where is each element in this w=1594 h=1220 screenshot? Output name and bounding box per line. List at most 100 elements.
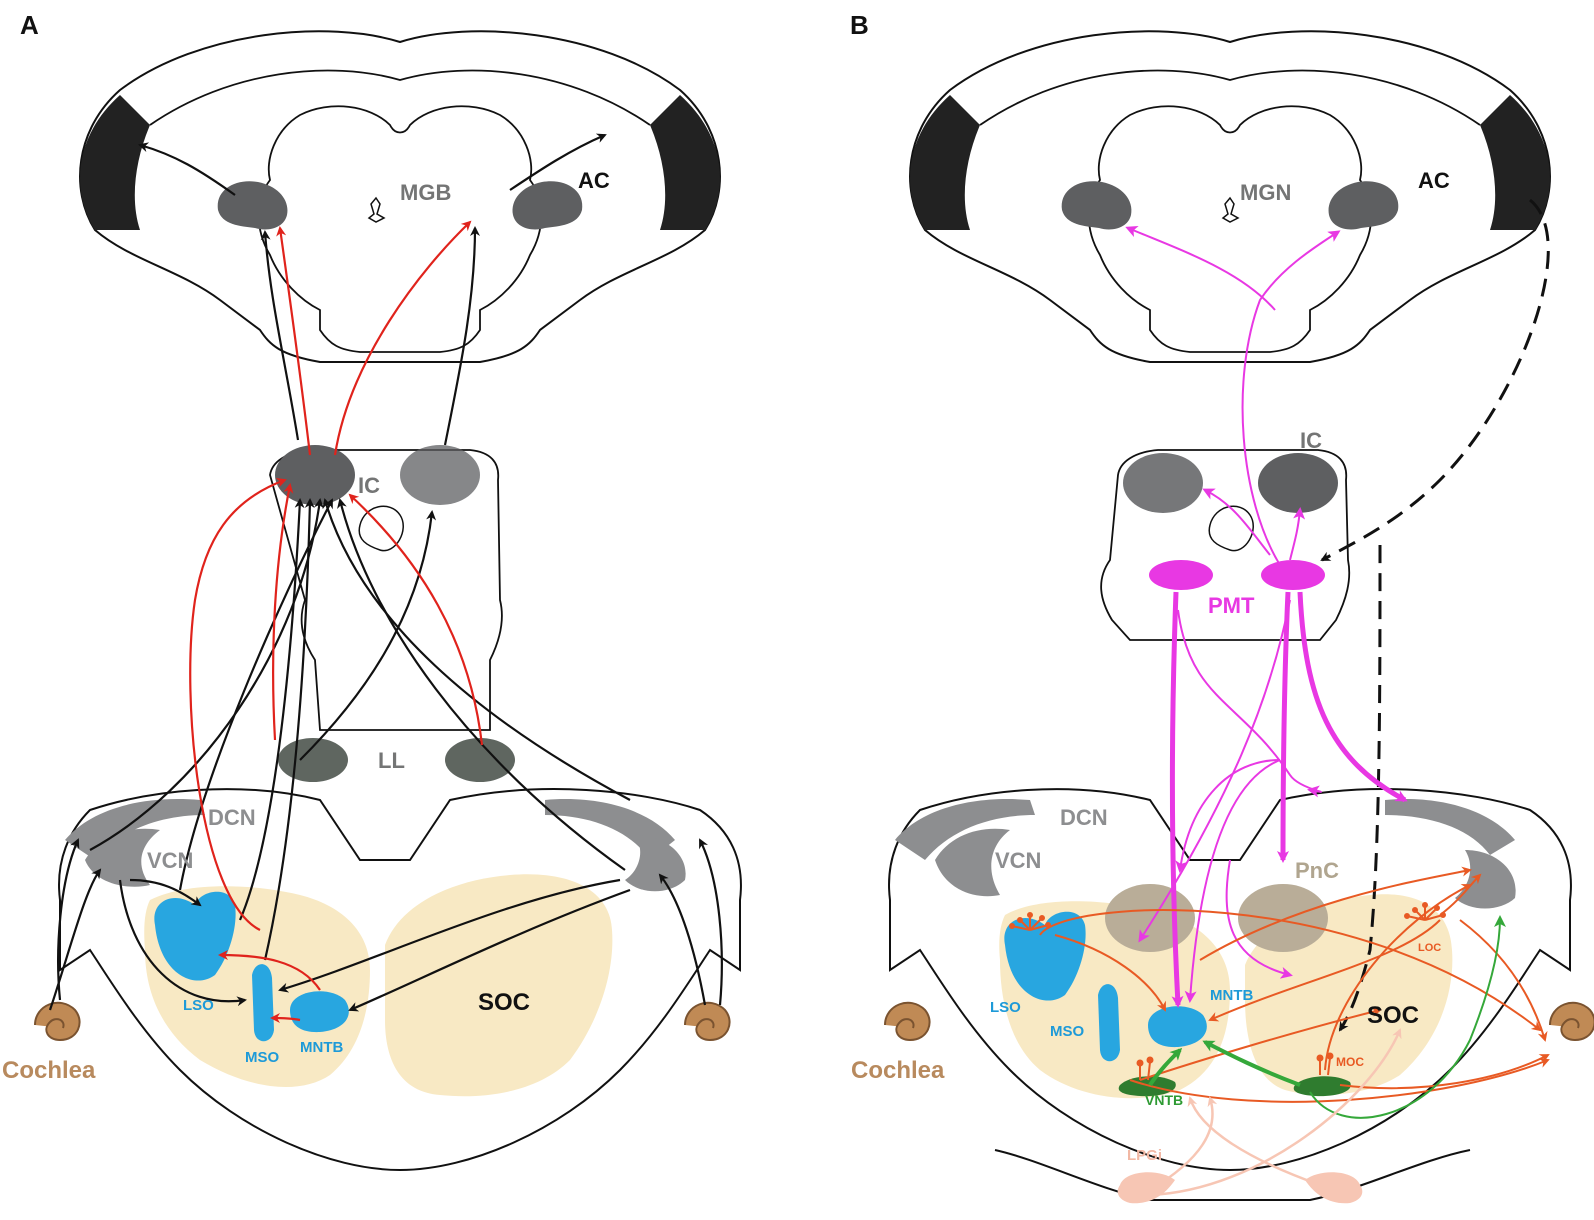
right-vntb-moc <box>1293 1076 1351 1097</box>
right-ll <box>445 738 515 782</box>
arrow-cochlea-to-vcn-left <box>48 868 102 1011</box>
label-ac-b: AC <box>1418 168 1450 193</box>
hindbrain-outline-a <box>58 788 742 1172</box>
arrow-dcn-to-ic-right <box>322 498 631 801</box>
dashed-ac-pathway <box>1320 198 1550 1032</box>
cortex-inner-line-b <box>979 69 1481 126</box>
ventricle-b <box>1221 196 1240 223</box>
orange-arrow-lso-to-mntb <box>1054 934 1166 1012</box>
arrow-mso-to-ic <box>263 498 315 961</box>
arrow-vcn-to-mso-right <box>278 878 621 993</box>
aqueduct-b <box>1208 505 1254 552</box>
label-dcn-a: DCN <box>208 805 256 830</box>
vntb-terminal-icon <box>1136 1056 1154 1081</box>
left-ll <box>278 738 348 782</box>
magenta-arrow-pmt-curve <box>1177 609 1322 798</box>
medulla-bottom-line <box>994 1149 1471 1201</box>
magenta-arrow-to-mgn-left <box>1125 225 1276 311</box>
arrow-vcn-to-ic-right <box>337 498 626 871</box>
moc-terminal-icon <box>1316 1052 1334 1076</box>
left-auditory-cortex <box>80 95 150 230</box>
arrow-cochlea-to-dcn-right <box>699 838 723 1006</box>
red-arrow-mntb-to-mso <box>270 1013 301 1024</box>
panel-b-letter: B <box>850 10 869 40</box>
left-pnc <box>1105 884 1195 952</box>
magenta-arrow-to-lso <box>1138 599 1291 943</box>
label-moc: MOC <box>1336 1055 1364 1069</box>
magenta-arrow-pmt-to-ic-left <box>1202 488 1271 556</box>
arrow-lso-to-ic <box>238 498 305 921</box>
orange-arrow-loc-to-mntb <box>1208 919 1441 1022</box>
thalamus-outline-b <box>1087 105 1373 353</box>
left-dcn-b <box>895 799 1035 860</box>
orange-arrow-loc-to-cochlea <box>1459 919 1548 1042</box>
left-pmt <box>1149 560 1213 590</box>
right-dcn-b <box>1385 799 1515 855</box>
label-pmt: PMT <box>1208 593 1255 618</box>
mntb-b <box>1148 1006 1207 1048</box>
lso-b <box>1004 911 1086 1001</box>
label-lpgi: LPGi <box>1127 1147 1162 1164</box>
magenta-pathways-b <box>1125 225 1408 1008</box>
mso-b <box>1098 984 1120 1062</box>
left-mgb <box>217 181 288 230</box>
label-ic-a: IC <box>358 473 380 498</box>
orange-arrow-vntb-to-soc <box>1139 1007 1382 1081</box>
orange-arrow-moc-to-cochlea <box>1339 1054 1550 1090</box>
arrow-vcn-to-mntb <box>348 888 631 1012</box>
mntb-a <box>290 991 349 1033</box>
left-ic <box>275 445 355 505</box>
label-pnc: PnC <box>1295 858 1339 883</box>
right-lpgi <box>1305 1172 1363 1204</box>
right-cochlea-icon-a <box>684 1001 731 1042</box>
left-mgn <box>1061 181 1132 230</box>
arrow-vcn-to-mso-left <box>118 879 247 1007</box>
dashed-arrow-ac-to-pmt <box>1320 198 1550 562</box>
red-arrow-ic-to-mgb-right <box>333 220 472 456</box>
lpgi-arrow-right-to-vntb <box>1187 1096 1321 1187</box>
mso-a <box>252 964 274 1042</box>
lpgi-arrow-to-vntb-left <box>1149 1096 1218 1192</box>
orange-arrow-loc-to-vcn <box>1439 873 1482 916</box>
arrow-ic-to-mgb-left <box>260 230 300 441</box>
green-thick-arrow-vntb-to-mntb-right <box>1202 1040 1301 1087</box>
left-loc-terminal-icon <box>1009 912 1051 931</box>
label-mgb: MGB <box>400 180 451 205</box>
forebrain-outline-a <box>79 30 721 363</box>
arrow-cochlea-to-vcn-right <box>658 873 707 1006</box>
magenta-arrow-to-mntb-thin <box>1184 759 1281 1003</box>
dashed-arrow-ac-to-soc <box>1338 544 1382 1032</box>
lpgi-pathways-b <box>1149 1028 1402 1197</box>
arrow-dcn-to-ic-left <box>89 498 324 851</box>
red-arrow-ic-to-mgb-left <box>276 226 312 456</box>
label-vcn-a: VCN <box>147 848 193 873</box>
label-vcn-b: VCN <box>995 848 1041 873</box>
orange-arrow-vntb-to-cochlea <box>1129 1058 1550 1103</box>
magenta-arrow-to-soc <box>1225 859 1293 979</box>
right-loc-terminal-icon <box>1404 902 1446 921</box>
right-pnc <box>1238 884 1328 952</box>
lpgi-arrow-to-soc-right <box>1149 1028 1402 1197</box>
arrow-vcn-to-lso <box>129 878 202 907</box>
green-thick-arrow-vntb-to-mntb-left <box>1148 1047 1183 1087</box>
red-arrow-mntb-to-lso <box>218 950 321 991</box>
arrow-vcn-to-ic-left <box>178 498 333 891</box>
arrow-ll-to-ic-right <box>299 510 437 761</box>
label-ic-b: IC <box>1300 428 1322 453</box>
panel-a: A <box>2 10 742 1172</box>
red-arrow-ll-to-ic-left <box>272 483 294 741</box>
label-mso-b: MSO <box>1050 1023 1085 1040</box>
orange-arrow-to-vcn-right <box>1199 866 1472 961</box>
magenta-thick-arrow-pmt-to-dcn <box>1297 591 1408 803</box>
right-ic-b <box>1258 453 1338 513</box>
label-vntb: VNTB <box>1145 1092 1183 1108</box>
label-soc-b: SOC <box>1367 1002 1419 1029</box>
left-cochlea-icon-b <box>884 1001 931 1042</box>
magenta-thick-arrow-pmt-to-pnc <box>1277 591 1291 863</box>
left-cochlea-icon-a <box>34 1001 81 1042</box>
right-auditory-cortex-b <box>1480 95 1550 230</box>
label-soc-a: SOC <box>478 989 530 1016</box>
left-vcn-b <box>935 828 1010 897</box>
label-cochlea-b: Cochlea <box>851 1057 945 1084</box>
